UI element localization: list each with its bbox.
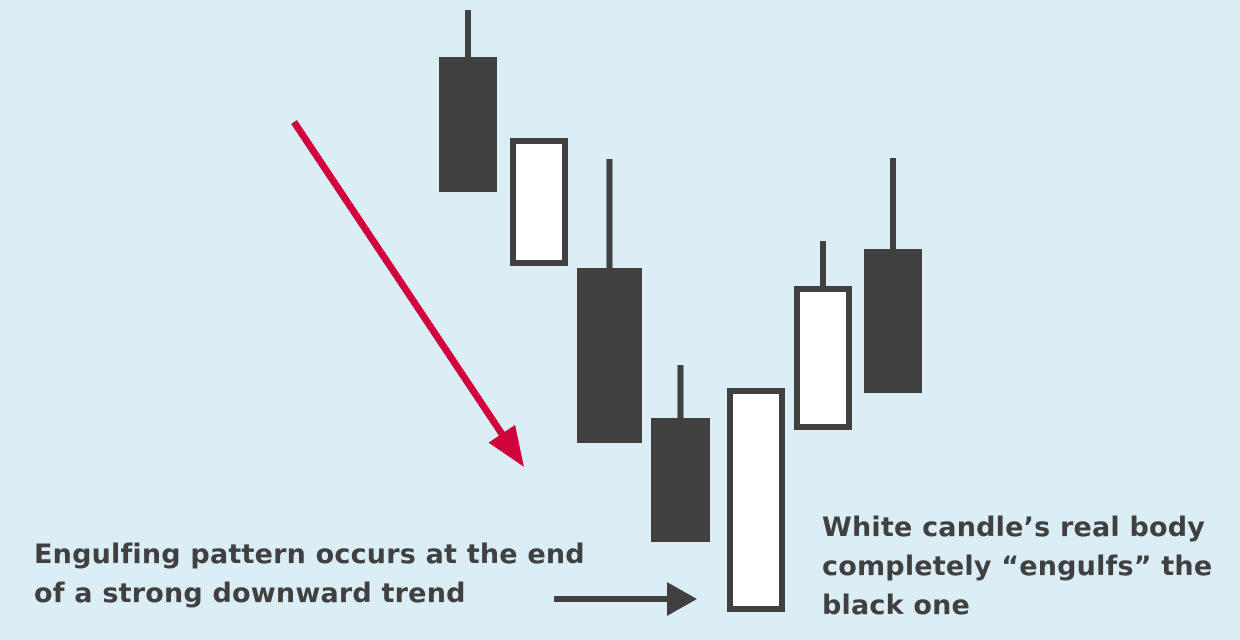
candle-wick <box>606 159 613 271</box>
downtrend-caption: Engulfing pattern occurs at the end of a… <box>34 535 585 613</box>
candle-5-white <box>727 388 785 612</box>
engulf-caption-line-3: black one <box>822 590 971 621</box>
candle-wick <box>677 365 684 421</box>
candle-wick <box>465 10 471 60</box>
candle-2-white <box>510 138 568 266</box>
candle-body <box>510 138 568 266</box>
candle-1-black <box>439 10 497 192</box>
candle-body <box>864 249 922 393</box>
candle-3-black <box>577 159 642 443</box>
candle-4-black <box>651 365 710 542</box>
engulf-caption: White candle’s real body completely “eng… <box>822 508 1212 625</box>
candle-body <box>727 388 785 612</box>
candle-wick <box>820 241 826 289</box>
pointer-arrow-icon <box>554 582 697 616</box>
candle-body <box>577 268 642 443</box>
candle-7-black <box>864 158 922 393</box>
engulf-caption-line-1: White candle’s real body <box>822 512 1206 543</box>
downtrend-caption-line-1: Engulfing pattern occurs at the end <box>34 539 585 570</box>
candle-wick <box>890 158 896 252</box>
candle-6-white <box>794 241 852 430</box>
downtrend-caption-line-2: of a strong downward trend <box>34 578 466 609</box>
candle-body <box>794 286 852 430</box>
candlesticks <box>439 10 922 612</box>
downtrend-arrow-icon <box>291 120 524 467</box>
candle-body <box>651 418 710 542</box>
engulf-caption-line-2: completely “engulfs” the <box>822 551 1213 582</box>
candle-body <box>439 57 497 192</box>
